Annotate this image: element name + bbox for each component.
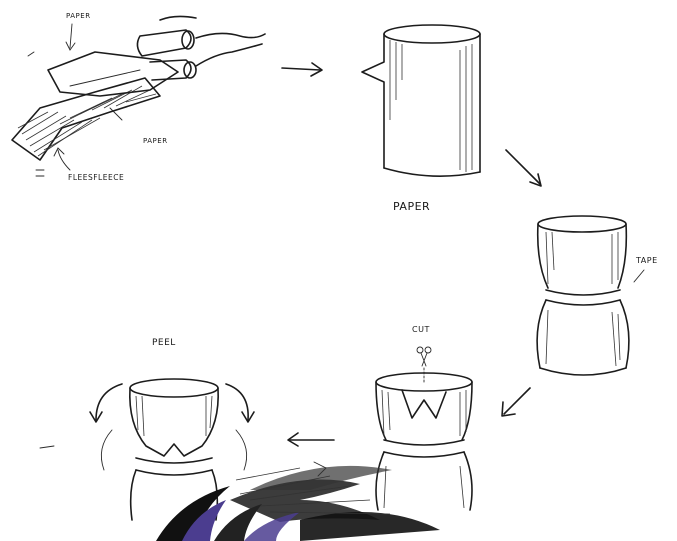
arrow-step-2 <box>506 150 541 186</box>
peel-label: PEEL <box>152 338 176 348</box>
arrow-step-1 <box>282 63 322 76</box>
scissors-icon <box>417 347 431 382</box>
arrow-step-3 <box>502 388 530 416</box>
paper-tube <box>362 25 480 176</box>
cut-tube <box>376 373 472 510</box>
cut-label: CUT <box>412 325 430 334</box>
taped-tube <box>537 216 644 375</box>
paper-label-top: PAPER <box>66 12 91 20</box>
fleece-fibers <box>156 466 440 541</box>
roller-assembly <box>12 16 265 176</box>
paper-label-roll: PAPER <box>143 137 168 145</box>
paper-caption: PAPER <box>393 200 430 213</box>
fleece-label: FLEESFLEECE <box>68 173 124 182</box>
arrow-step-4 <box>288 433 334 446</box>
tape-label: TAPE <box>635 256 658 265</box>
